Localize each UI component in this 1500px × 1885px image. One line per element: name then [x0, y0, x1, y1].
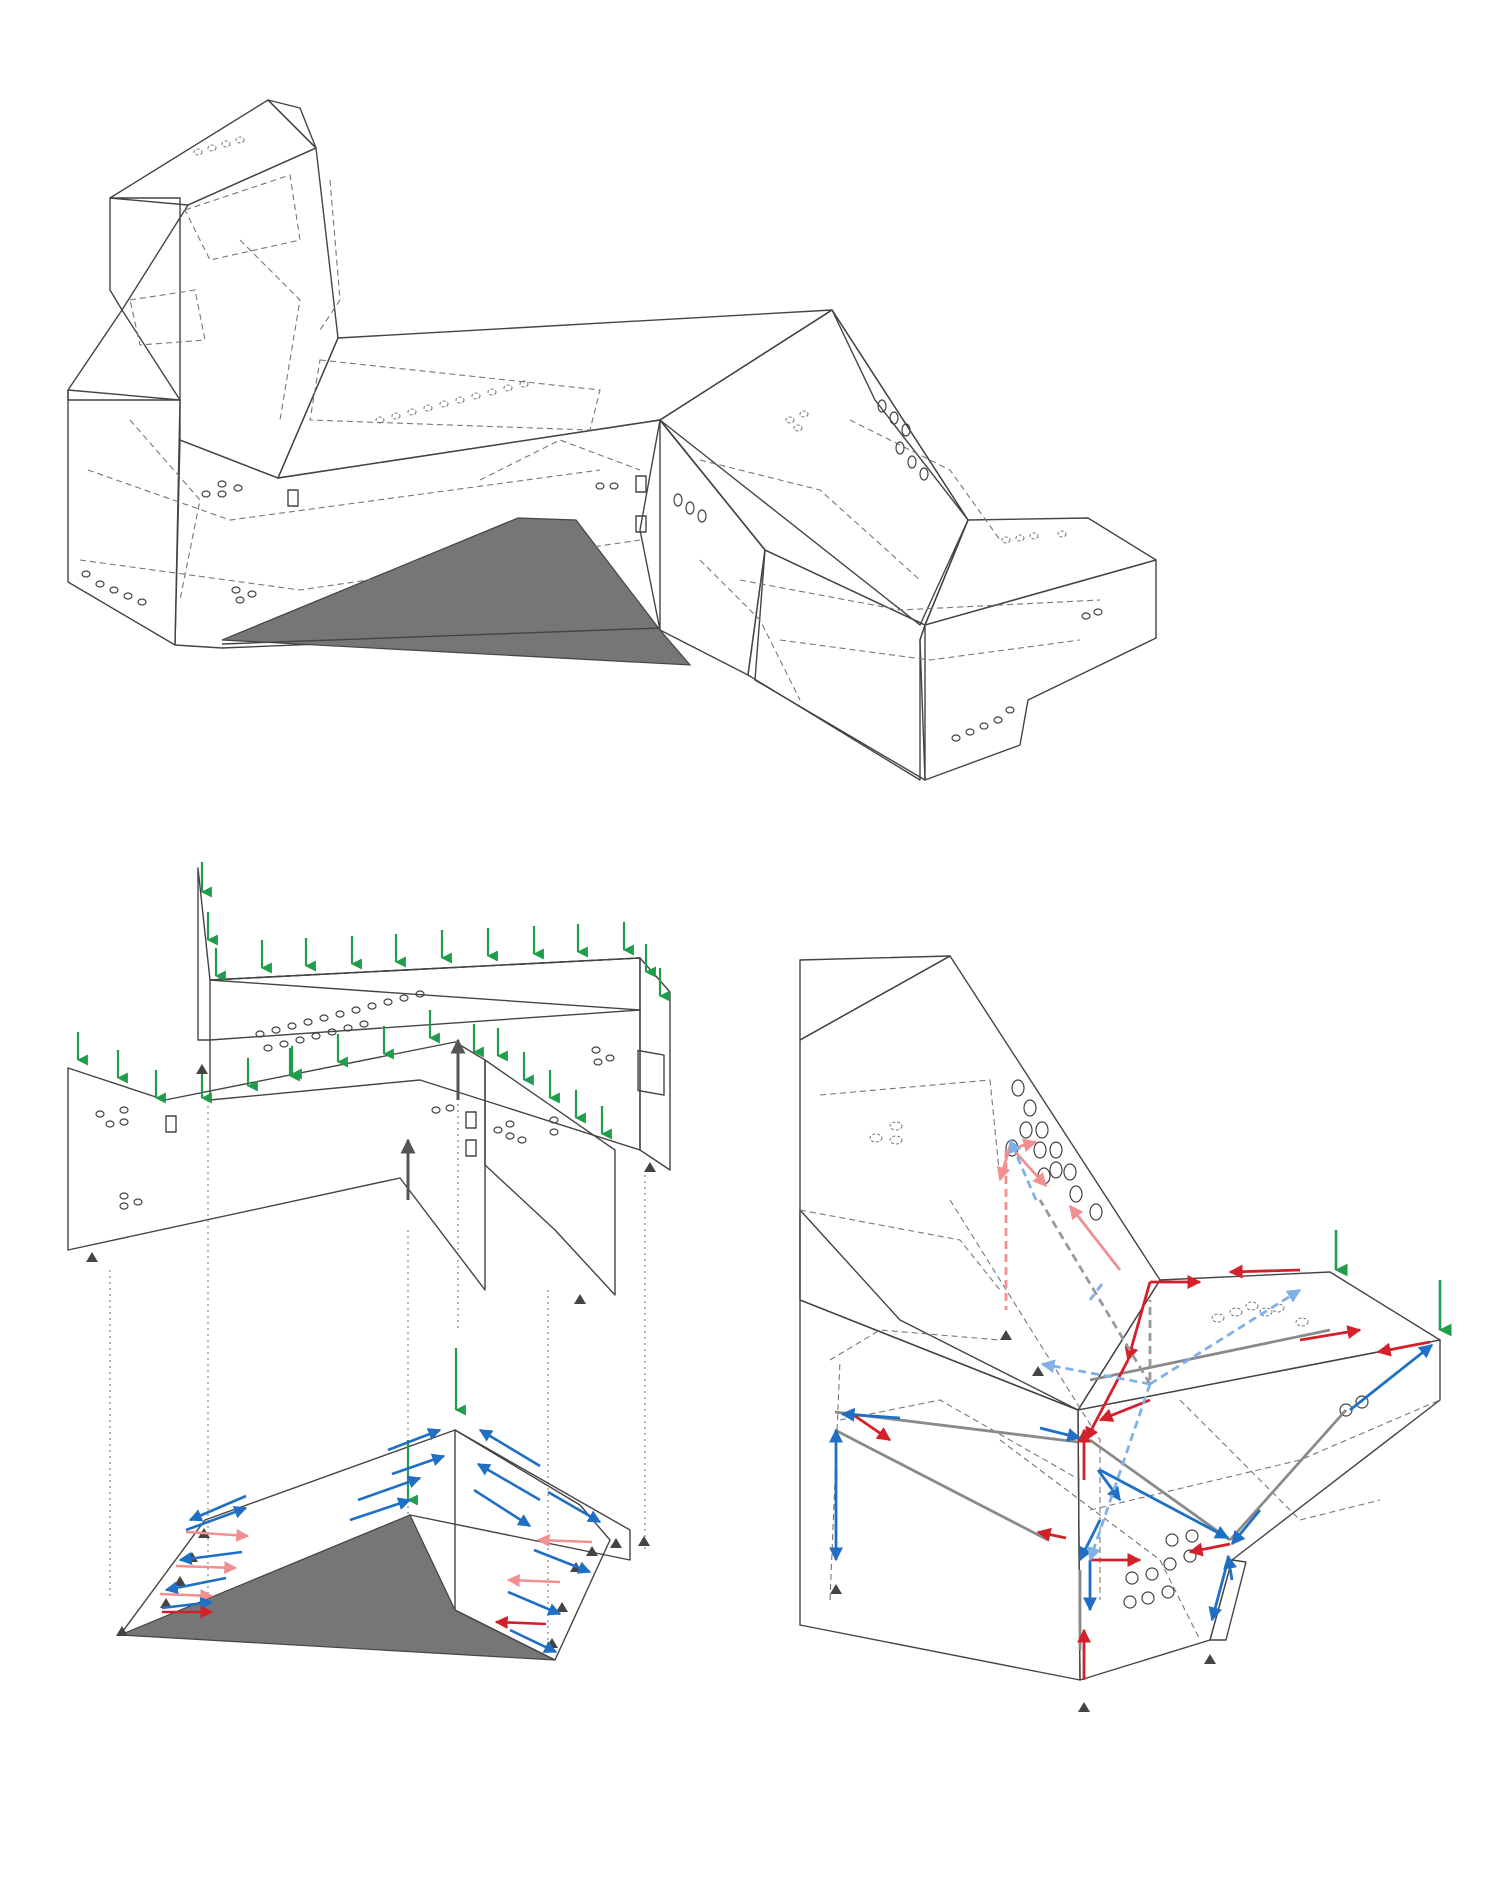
tower-wall-front: [67, 389, 181, 646]
load-arrows-detail: [1334, 1230, 1452, 1337]
building-overview: [67, 99, 1157, 781]
hidden-lines-detail: [799, 1079, 1441, 1641]
right-wing-wall: [659, 419, 969, 781]
lower-wall: [67, 1041, 486, 1291]
reaction-arrows: [400, 1038, 466, 1200]
detail-left-upper: [799, 1209, 1079, 1411]
detail-slope: [799, 955, 1161, 1411]
roof-slope-right: [659, 309, 969, 626]
exploded-load-diagram: [67, 862, 671, 1661]
main-roof: [277, 309, 833, 479]
portal-shadow: [119, 1514, 556, 1661]
detail-annex-side: [1209, 1559, 1247, 1641]
gravity-loads: [76, 862, 670, 1506]
right-wing-front: [659, 419, 926, 781]
detail-left-wall: [799, 1299, 1081, 1681]
portal-forces: [159, 1428, 602, 1654]
supports-detail: [830, 1330, 1216, 1712]
hidden-lines-top: [79, 174, 1101, 701]
right-wing-lower: [659, 419, 766, 676]
lower-wall-side: [484, 1059, 616, 1296]
front-wall: [174, 419, 661, 649]
tower-wall-left: [67, 197, 181, 401]
facade-openings-top: [81, 136, 1103, 742]
force-flow-detail: [799, 955, 1452, 1712]
annex-front: [924, 559, 1157, 781]
upper-wall-face: [209, 957, 641, 1151]
upper-wall-back: [197, 867, 641, 1041]
tower-side-facet: [267, 99, 317, 149]
roof-ridge-facet: [831, 309, 969, 521]
entrance-opening: [221, 517, 692, 666]
portal-side: [454, 1429, 611, 1661]
force-paths-detail: [829, 1138, 1434, 1680]
tower-roof: [109, 99, 317, 206]
annex-roof: [924, 517, 1157, 626]
facade-openings-exploded: [95, 990, 665, 1210]
